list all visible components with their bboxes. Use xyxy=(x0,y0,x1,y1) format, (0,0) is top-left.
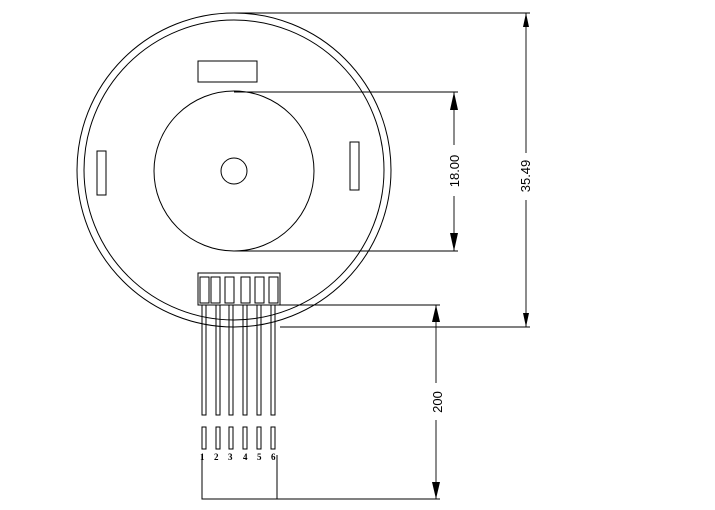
terminal-bracket xyxy=(201,455,278,500)
inner-diameter-value: 18.00 xyxy=(447,155,462,188)
terminal-end: 1 2 3 4 5 6 xyxy=(200,426,278,500)
pin-label-3: 3 xyxy=(228,452,233,462)
connector-pin-slot-6 xyxy=(268,276,279,304)
arrow-down-cable xyxy=(432,482,440,499)
arrow-down-inner xyxy=(450,233,458,251)
outer-diameter-value: 35.49 xyxy=(518,160,533,193)
arrow-up-outer xyxy=(523,13,529,27)
terminal-2 xyxy=(215,426,221,450)
terminal-3 xyxy=(228,426,234,450)
dimension-outer-diameter: 35.49 xyxy=(234,12,533,328)
arrow-up-inner xyxy=(450,92,458,110)
cable-wires xyxy=(201,304,276,416)
connector-pin-slot-4 xyxy=(240,276,251,304)
connector-pin-slot-2 xyxy=(210,276,221,304)
right-slot xyxy=(349,141,360,191)
wire-4 xyxy=(242,304,248,416)
wire-2 xyxy=(215,304,221,416)
connector-pin-slot-3 xyxy=(224,276,235,304)
connector-pin-slot-5 xyxy=(254,276,265,304)
dimension-cable-length: 200 xyxy=(277,304,445,500)
connector xyxy=(197,272,281,306)
terminal-4 xyxy=(242,426,248,450)
shaft-circle xyxy=(220,157,248,185)
wire-6 xyxy=(270,304,276,416)
terminal-6 xyxy=(270,426,276,450)
cable-length-value: 200 xyxy=(430,391,445,413)
terminal-5 xyxy=(256,426,262,450)
left-slot xyxy=(96,150,107,196)
wire-5 xyxy=(256,304,262,416)
rotor-circle xyxy=(153,90,315,252)
connector-pin-slot-1 xyxy=(199,276,210,304)
outer-housing-inner-circle xyxy=(83,19,385,321)
arrow-up-cable xyxy=(432,305,440,322)
wire-1 xyxy=(201,304,207,416)
wire-3 xyxy=(228,304,234,416)
dimension-inner-diameter: 18.00 xyxy=(234,91,462,252)
pin-label-6: 6 xyxy=(271,452,276,462)
pin-label-4: 4 xyxy=(243,452,248,462)
arrow-down-outer xyxy=(523,313,529,327)
connector-housing xyxy=(197,272,281,306)
terminal-1 xyxy=(201,426,207,450)
pin-label-2: 2 xyxy=(214,452,219,462)
top-slot xyxy=(197,60,258,83)
pin-label-5: 5 xyxy=(257,452,262,462)
